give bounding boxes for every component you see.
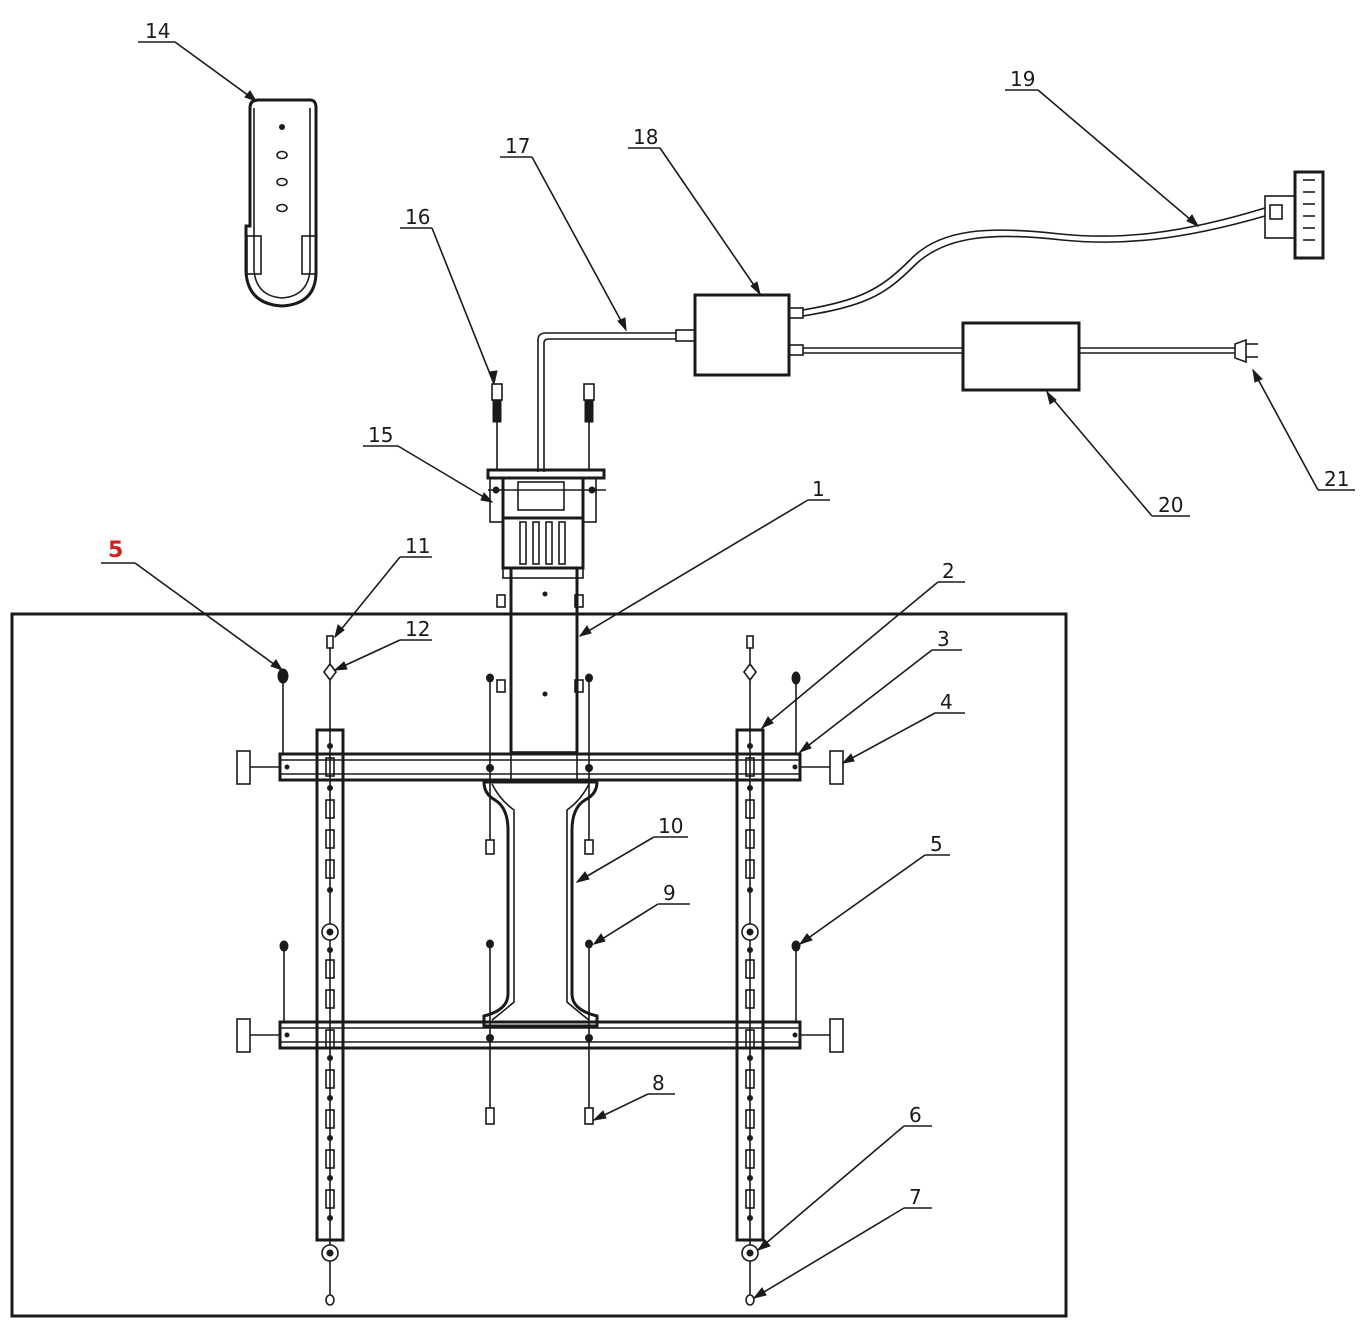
leader-lines: [101, 41, 1355, 1299]
column-screw: [485, 673, 495, 855]
callout-18: 18: [633, 125, 658, 149]
bottom-washer: [321, 1244, 339, 1306]
tv-panel-outline: [10, 612, 1068, 1318]
vertical-bracket-right: [735, 638, 765, 1300]
long-screw: [279, 940, 289, 1022]
lower-screw: [584, 939, 594, 1125]
top-bolt: [743, 635, 757, 682]
control-box: [675, 293, 804, 377]
remote-button-icon: [276, 203, 288, 213]
callout-labels: 14 16 17 18 19 15 20 21 1 11 12 5 2 3 4 …: [108, 19, 1349, 1209]
vertical-bracket-left: [315, 638, 345, 1300]
cables: [537, 207, 1266, 472]
callout-1: 1: [812, 477, 825, 501]
top-bolt: [323, 635, 337, 682]
callout-4: 4: [940, 690, 953, 714]
arrow-heads: [244, 90, 1263, 1299]
horizontal-rail-upper: [250, 752, 830, 782]
power-adapter: [961, 321, 1081, 392]
rail-end-cap: [236, 1018, 251, 1053]
remote-button-icon: [276, 150, 288, 160]
callout-5: 5: [930, 832, 943, 856]
callout-17: 17: [505, 134, 530, 158]
callout-11: 11: [405, 534, 430, 558]
rail-end-cap: [236, 750, 251, 785]
mains-plug: [1234, 338, 1258, 364]
horizontal-rail-lower: [250, 1020, 830, 1050]
callout-15: 15: [368, 423, 393, 447]
limit-switch: [583, 383, 595, 470]
callout-5-highlight: 5: [108, 538, 123, 563]
remote-button-icon: [279, 124, 285, 130]
limit-switch: [491, 383, 503, 470]
callout-6: 6: [909, 1103, 922, 1127]
callout-19: 19: [1010, 67, 1035, 91]
rail-end-cap: [829, 750, 844, 785]
callout-7: 7: [909, 1185, 922, 1209]
callout-9: 9: [663, 881, 676, 905]
callout-20: 20: [1158, 493, 1183, 517]
callout-3: 3: [937, 627, 950, 651]
receiver-plug: [1264, 170, 1325, 260]
long-screw: [791, 940, 801, 1022]
remote-control: [244, 98, 318, 308]
lower-screw: [485, 939, 495, 1125]
callout-16: 16: [405, 205, 430, 229]
callout-21: 21: [1324, 467, 1349, 491]
callout-10: 10: [658, 814, 683, 838]
column-screw: [584, 673, 594, 855]
callout-14: 14: [145, 19, 170, 43]
long-screw: [791, 671, 801, 754]
center-i-beam: [482, 751, 599, 1028]
callout-2: 2: [942, 559, 955, 583]
remote-button-icon: [276, 177, 288, 187]
bottom-washer: [741, 1244, 759, 1306]
rail-end-cap: [829, 1018, 844, 1053]
callout-8: 8: [652, 1071, 665, 1095]
callout-12: 12: [405, 617, 430, 641]
long-screw: [277, 668, 289, 754]
